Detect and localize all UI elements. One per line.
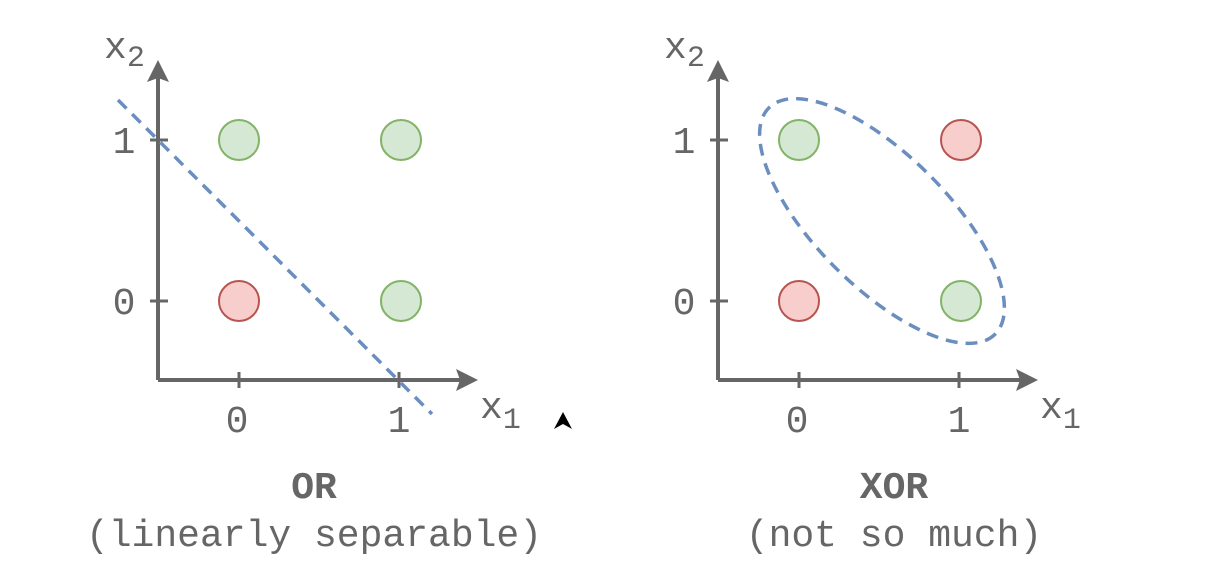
xor-y-axis-label: x2 (664, 27, 705, 76)
xor-axes: 0 1 0 1 x2 x1 (664, 27, 1081, 444)
or-x-axis-label-main: x (480, 387, 503, 430)
or-x-tick-label-0: 0 (226, 401, 249, 444)
or-axes: 0 1 0 1 x2 x1 (104, 27, 521, 444)
or-y-axis-label-main: x (104, 27, 127, 70)
xor-subtitle: (not so much) (746, 515, 1042, 558)
or-y-tick-label-1: 1 (113, 122, 136, 165)
xor-y-axis-label-sub: 2 (687, 42, 705, 76)
xor-point-1-0-positive (940, 280, 982, 322)
or-points (218, 119, 422, 322)
xor-x-axis-label-main: x (1040, 387, 1063, 430)
or-y-tick-label-0: 0 (113, 283, 136, 326)
xor-points (778, 119, 982, 322)
or-x-tick-label-1: 1 (388, 401, 411, 444)
xor-decision-boundary-ellipse (757, 96, 1007, 346)
xor-x-tick-label-1: 1 (948, 401, 971, 444)
or-x-axis-label-sub: 1 (503, 404, 521, 438)
or-subtitle: (linearly separable) (86, 515, 542, 558)
or-point-0-1-positive (218, 119, 260, 161)
xor-panel: 0 1 0 1 x2 x1 XOR (not so much) (664, 27, 1081, 558)
xor-x-axis-label: x1 (1040, 387, 1081, 438)
or-y-axis-label: x2 (104, 27, 145, 76)
xor-y-axis-label-main: x (664, 27, 687, 70)
xor-x-axis-label-sub: 1 (1063, 404, 1081, 438)
xor-x-tick-label-0: 0 (786, 401, 809, 444)
or-point-0-0-negative (218, 280, 260, 322)
or-x-axis-label: x1 (480, 387, 521, 438)
or-x-axis-arrow (456, 369, 478, 391)
xor-title: XOR (860, 467, 929, 510)
xor-point-0-0-negative (778, 280, 820, 322)
xor-point-1-1-negative (940, 119, 982, 161)
xor-x-axis-arrow (1016, 369, 1038, 391)
or-title: OR (291, 467, 337, 510)
or-point-1-0-positive (380, 280, 422, 322)
or-y-axis-label-sub: 2 (127, 42, 145, 76)
or-decision-boundary-line (116, 98, 434, 416)
xor-y-axis-arrow (707, 60, 729, 82)
xor-y-tick-label-1: 1 (673, 122, 696, 165)
or-y-axis-arrow (147, 60, 169, 82)
or-panel: 0 1 0 1 x2 x1 OR (linearly separable) (86, 27, 542, 558)
mouse-cursor-icon (554, 412, 572, 429)
xor-point-0-1-positive (778, 119, 820, 161)
xor-y-tick-label-0: 0 (673, 283, 696, 326)
or-point-1-1-positive (380, 119, 422, 161)
